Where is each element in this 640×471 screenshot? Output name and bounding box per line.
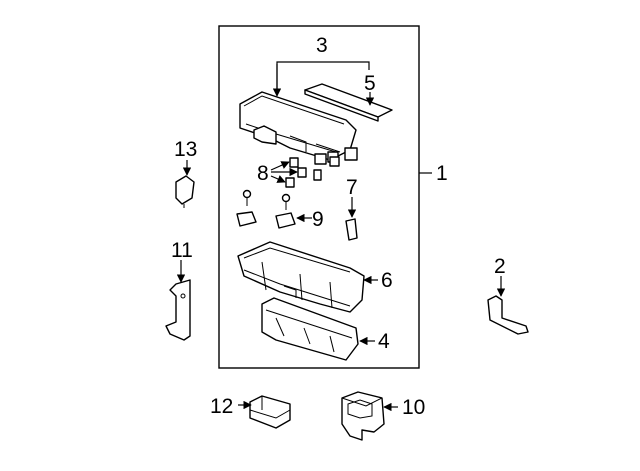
part-8-fuses (285, 157, 322, 188)
callout-2: 2 (494, 255, 506, 278)
callout-12: 12 (210, 395, 233, 418)
callout-8: 8 (257, 162, 269, 185)
part-13-relay (175, 175, 195, 208)
part-5-strip (304, 83, 393, 122)
part-3-upper-cover (239, 91, 357, 161)
part-6-box (237, 241, 365, 313)
callout-5: 5 (364, 72, 376, 95)
mini-relays (314, 147, 358, 167)
callout-11: 11 (171, 239, 193, 262)
part-2-bracket (487, 295, 529, 335)
part-12-block (249, 395, 291, 429)
callout-4: 4 (378, 330, 390, 353)
callout-7: 7 (346, 176, 358, 199)
part-9-connectors (236, 189, 296, 229)
assembly-frame (218, 25, 420, 369)
callout-13: 13 (174, 138, 197, 161)
callout-10: 10 (402, 396, 425, 419)
callout-1: 1 (436, 162, 448, 185)
part-11-bracket (165, 279, 191, 341)
callout-6: 6 (381, 269, 393, 292)
part-4-lower-cover (261, 297, 359, 361)
part-7-fuse (345, 218, 358, 241)
callout-3: 3 (316, 34, 328, 57)
callout-9: 9 (312, 208, 324, 231)
leader-8c (270, 175, 286, 183)
leader-8a (270, 161, 290, 171)
part-10-socket (341, 391, 385, 441)
